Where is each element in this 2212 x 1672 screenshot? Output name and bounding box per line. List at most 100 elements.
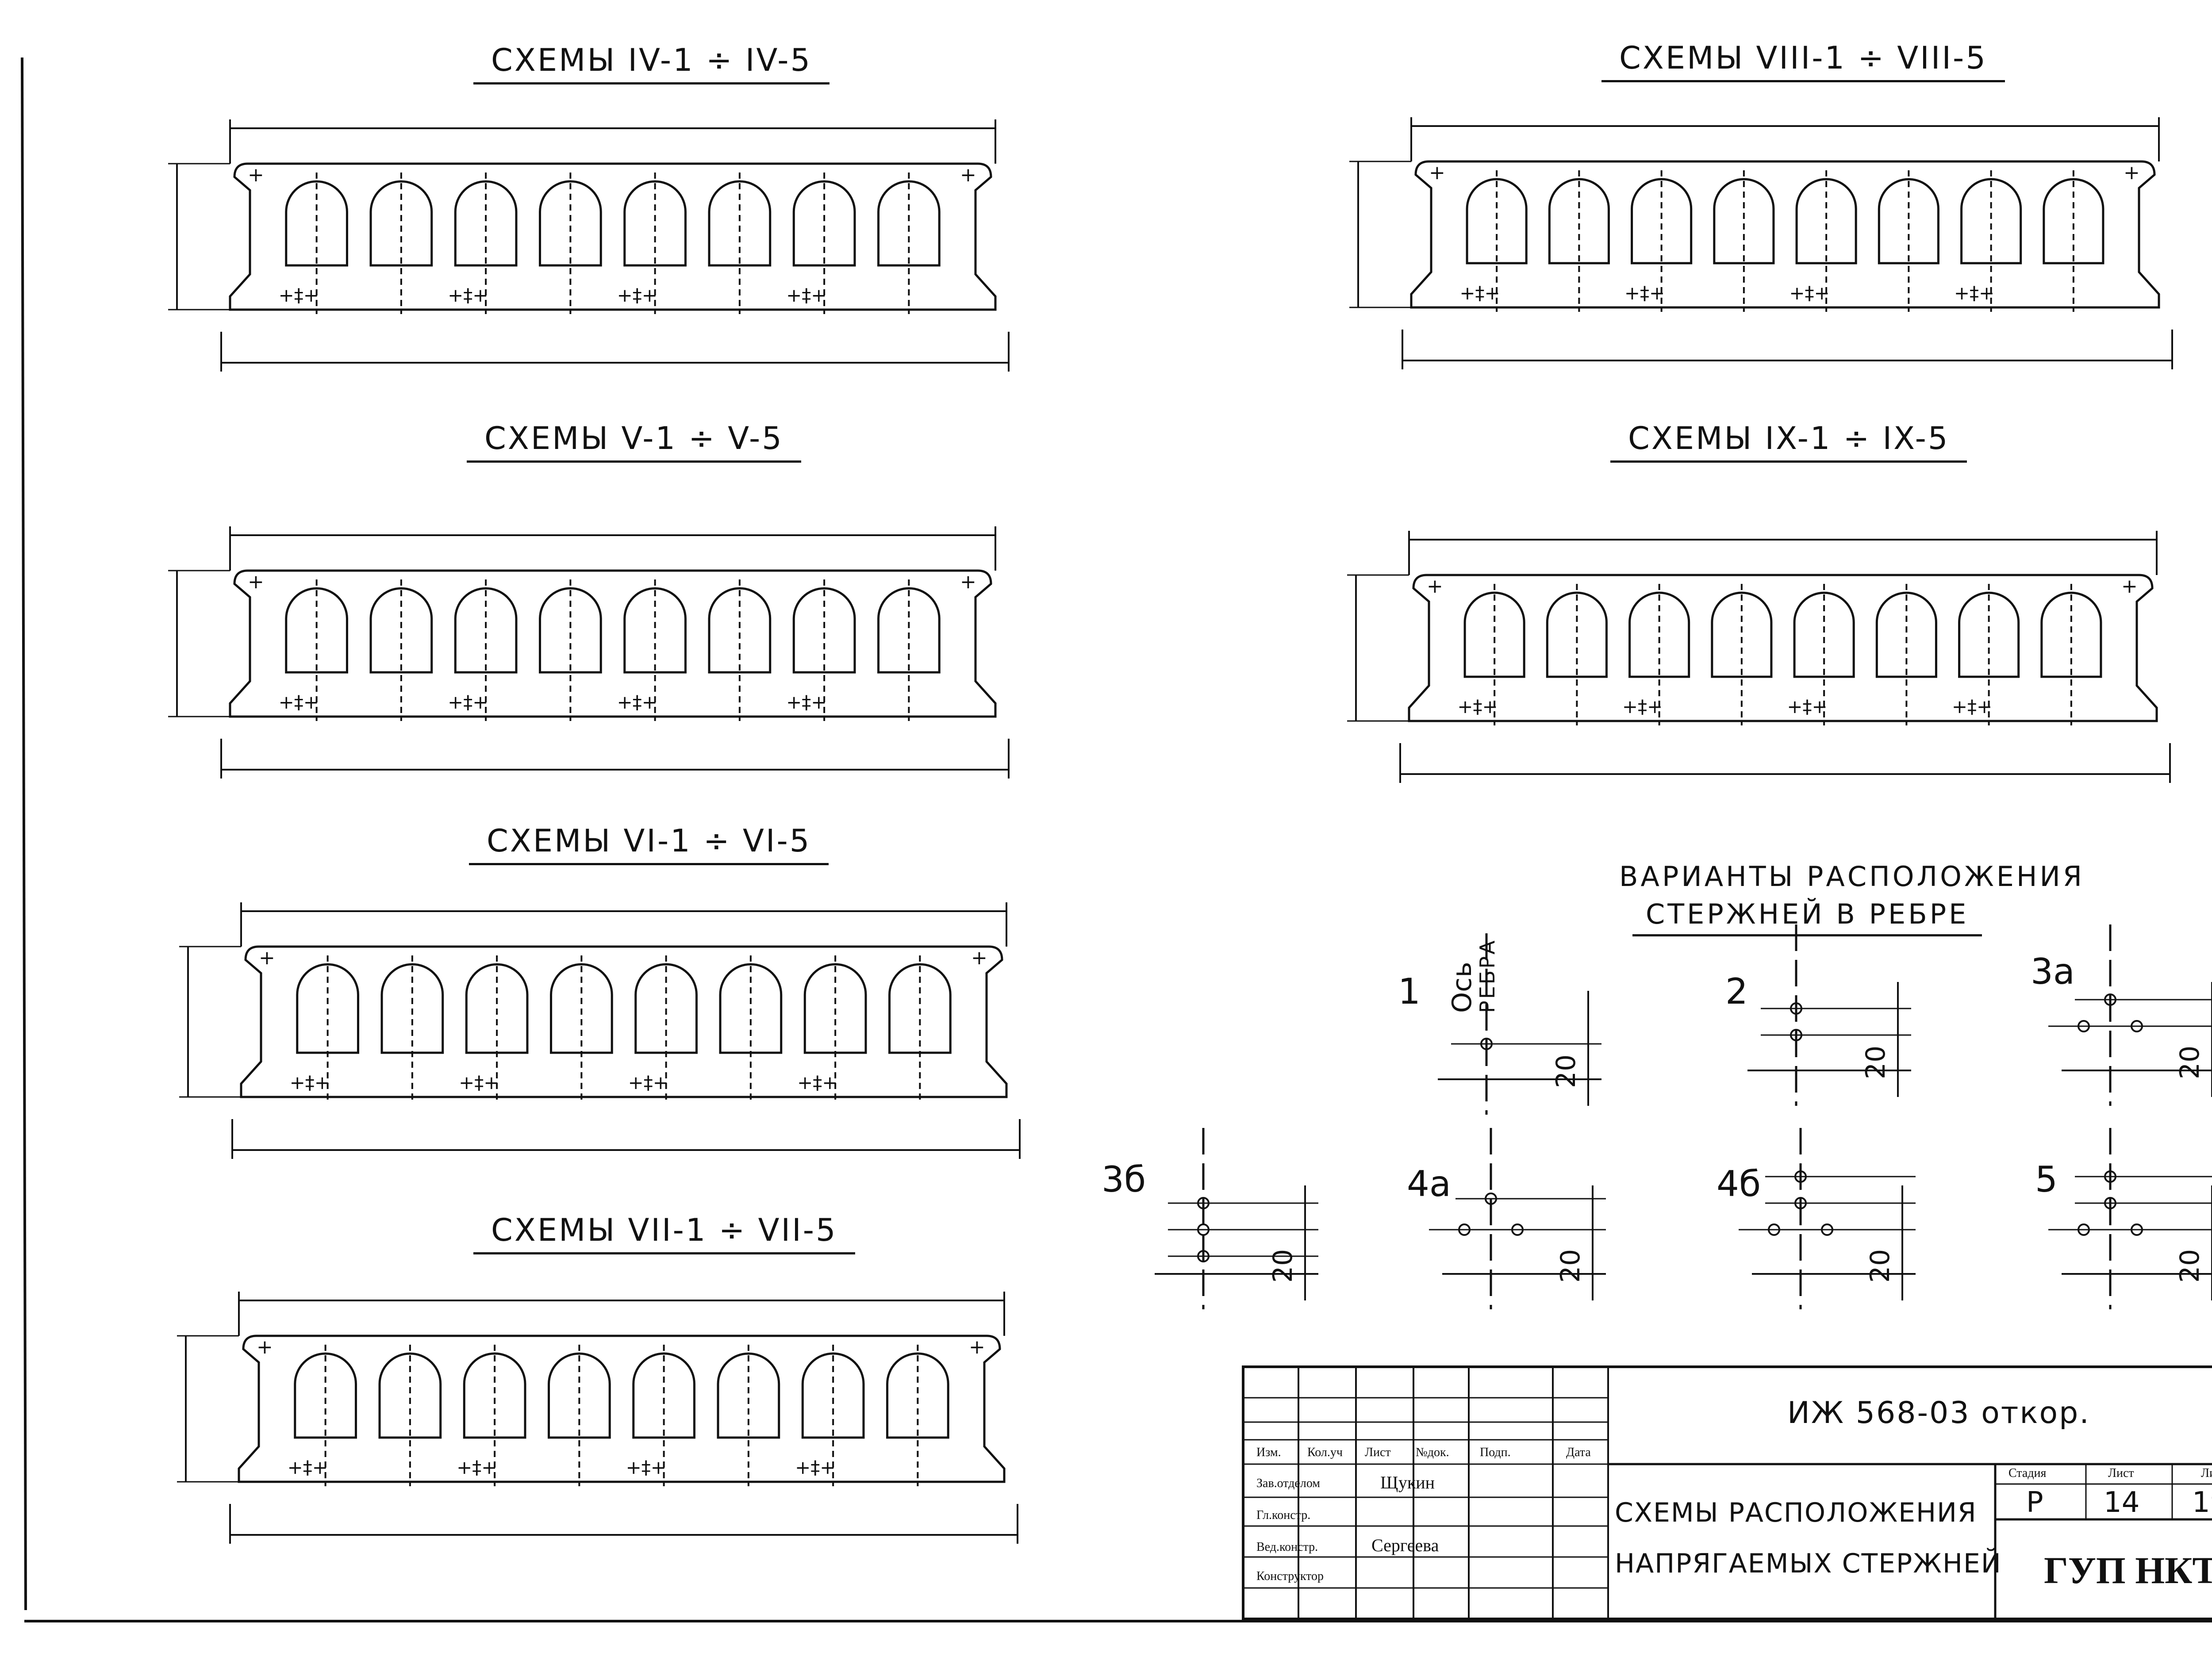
void-hole xyxy=(1711,591,1773,678)
sheets-label: Листов xyxy=(2201,1466,2212,1480)
void-hole xyxy=(1546,591,1608,678)
variant-4a: 20 xyxy=(1429,1128,1606,1309)
bar-mark: +‡+ xyxy=(797,1072,837,1093)
organization-name: ГУП НКТЦ xyxy=(2044,1549,2212,1591)
variant-label-3b: 3б xyxy=(1102,1159,1146,1200)
void-hole xyxy=(369,180,433,267)
scheme-title-viii-text: СХЕМЫ VIII-1 ÷ VIII-5 xyxy=(1619,40,1987,76)
axis-label-rebra: РЕБРА xyxy=(1475,939,1499,1013)
slab-section-vii: +‡++‡++‡++‡+++ xyxy=(177,1292,1018,1544)
sheet-label: Лист xyxy=(2108,1466,2134,1480)
variant-label-1: 1 xyxy=(1398,971,1421,1012)
drawing-title-line2: НАПРЯГАЕМЫХ СТЕРЖНЕЙ xyxy=(1615,1548,2002,1579)
void-hole xyxy=(708,180,772,267)
void-hole xyxy=(877,180,941,267)
variant-4b: 20 xyxy=(1739,1128,1916,1309)
void-hole xyxy=(717,1353,780,1439)
name-3: Сергеева xyxy=(1371,1535,1439,1555)
bar-mark: +‡+ xyxy=(628,1072,668,1093)
void-hole xyxy=(1713,178,1775,265)
variant-3a: 20 xyxy=(2048,924,2212,1106)
void-hole xyxy=(1466,178,1528,265)
bar-mark: +‡+ xyxy=(786,691,826,713)
void-hole xyxy=(1875,592,1937,678)
void-hole xyxy=(1795,178,1857,265)
void-hole xyxy=(792,180,856,267)
variant-5: 20 xyxy=(2048,1128,2212,1309)
void-hole xyxy=(708,587,772,674)
drawing-title-line1: СХЕМЫ РАСПОЛОЖЕНИЯ xyxy=(1615,1497,1977,1528)
bar-mark: +‡+ xyxy=(626,1457,666,1478)
void-hole xyxy=(1958,592,2020,678)
role-2: Гл.констр. xyxy=(1256,1508,1311,1522)
doc-code: ИЖ 568-03 откор. xyxy=(1787,1396,2090,1430)
variant-2: 20 xyxy=(1747,924,1911,1106)
scheme-title-iv-text: СХЕМЫ IV-1 ÷ IV-5 xyxy=(491,42,812,78)
scheme-title-vii-text: СХЕМЫ VII-1 ÷ VII-5 xyxy=(491,1212,837,1248)
role-3: Вед.констр. xyxy=(1256,1540,1318,1554)
variant-label-5: 5 xyxy=(2035,1159,2058,1200)
slab-outline xyxy=(229,569,997,718)
void-hole xyxy=(2043,178,2104,265)
bar-mark: +‡+ xyxy=(459,1072,499,1093)
void-hole xyxy=(1793,591,1855,678)
slab-outline xyxy=(1410,160,2160,309)
scheme-title-vi-text: СХЕМЫ VI-1 ÷ VI-5 xyxy=(487,823,811,859)
sheet-value: 14 xyxy=(2104,1486,2140,1519)
dim-value: 20 xyxy=(1865,1249,1896,1283)
variants-title-line1: ВАРИАНТЫ РАСПОЛОЖЕНИЯ xyxy=(1619,860,2085,893)
void-hole xyxy=(539,180,602,267)
bar-mark: +‡+ xyxy=(795,1457,835,1478)
void-hole xyxy=(548,1353,611,1439)
dim-value: 20 xyxy=(1860,1046,1891,1079)
slab-section-viii: +‡++‡++‡++‡+++ xyxy=(1349,117,2173,369)
stage-value: Р xyxy=(2026,1486,2043,1519)
axis-label: Ось xyxy=(1447,962,1478,1013)
axis-label-line2: РЕБРА xyxy=(1475,939,1499,1013)
slab-outline xyxy=(240,945,1008,1098)
hdr-izm: Изм. xyxy=(1256,1446,1281,1459)
bar-mark: +‡+ xyxy=(448,284,488,306)
slab-section-ix: +‡++‡++‡++‡+++ xyxy=(1347,531,2171,783)
dim-value: 20 xyxy=(1555,1249,1586,1283)
void-hole xyxy=(1628,591,1690,678)
void-hole xyxy=(454,180,518,267)
scheme-title-ix: СХЕМЫ IX-1 ÷ IX-5 xyxy=(1610,420,1967,463)
axis-label-line1: Ось xyxy=(1447,962,1478,1013)
void-hole xyxy=(1878,178,1939,265)
dim-value: 20 xyxy=(1551,1055,1582,1088)
scheme-title-vi: СХЕМЫ VI-1 ÷ VI-5 xyxy=(469,823,829,865)
hdr-list: Лист xyxy=(1365,1446,1391,1459)
variants-title-line2: СТЕРЖНЕЙ В РЕБРЕ xyxy=(1646,898,1969,930)
void-hole xyxy=(463,1353,526,1439)
sheets-value: 19 xyxy=(2192,1486,2212,1519)
void-hole xyxy=(454,587,518,674)
slab-section-vi: +‡++‡++‡++‡+++ xyxy=(179,902,1021,1159)
void-hole xyxy=(285,587,348,674)
void-hole xyxy=(1631,178,1693,265)
dim-value: 20 xyxy=(2174,1249,2205,1283)
role-4: Конструктор xyxy=(1256,1569,1324,1583)
void-hole xyxy=(623,587,687,674)
variant-label-4b: 4б xyxy=(1717,1163,1761,1204)
variants-title: ВАРИАНТЫ РАСПОЛОЖЕНИЯ xyxy=(1619,860,2085,893)
void-hole xyxy=(1960,178,2022,265)
dim-value: 20 xyxy=(1267,1249,1298,1283)
dim-value: 20 xyxy=(2174,1046,2205,1079)
void-hole xyxy=(539,587,602,674)
bar-mark: +‡+ xyxy=(1457,696,1498,717)
bar-mark: +‡+ xyxy=(1787,696,1827,717)
void-hole xyxy=(294,1352,357,1439)
bar-mark: +‡+ xyxy=(786,284,826,306)
bar-mark: + xyxy=(960,571,976,593)
void-hole xyxy=(719,963,783,1054)
bar-mark: +‡+ xyxy=(1459,282,1500,304)
bar-mark: + xyxy=(971,947,987,969)
bar-mark: +‡+ xyxy=(617,691,657,713)
hdr-ndok: №док. xyxy=(1416,1446,1449,1459)
bar-mark: +‡+ xyxy=(288,1457,328,1478)
bar-mark: +‡+ xyxy=(279,284,319,306)
bar-mark: + xyxy=(248,164,264,186)
bar-mark: + xyxy=(969,1336,985,1358)
bar-mark: + xyxy=(1429,161,1445,184)
